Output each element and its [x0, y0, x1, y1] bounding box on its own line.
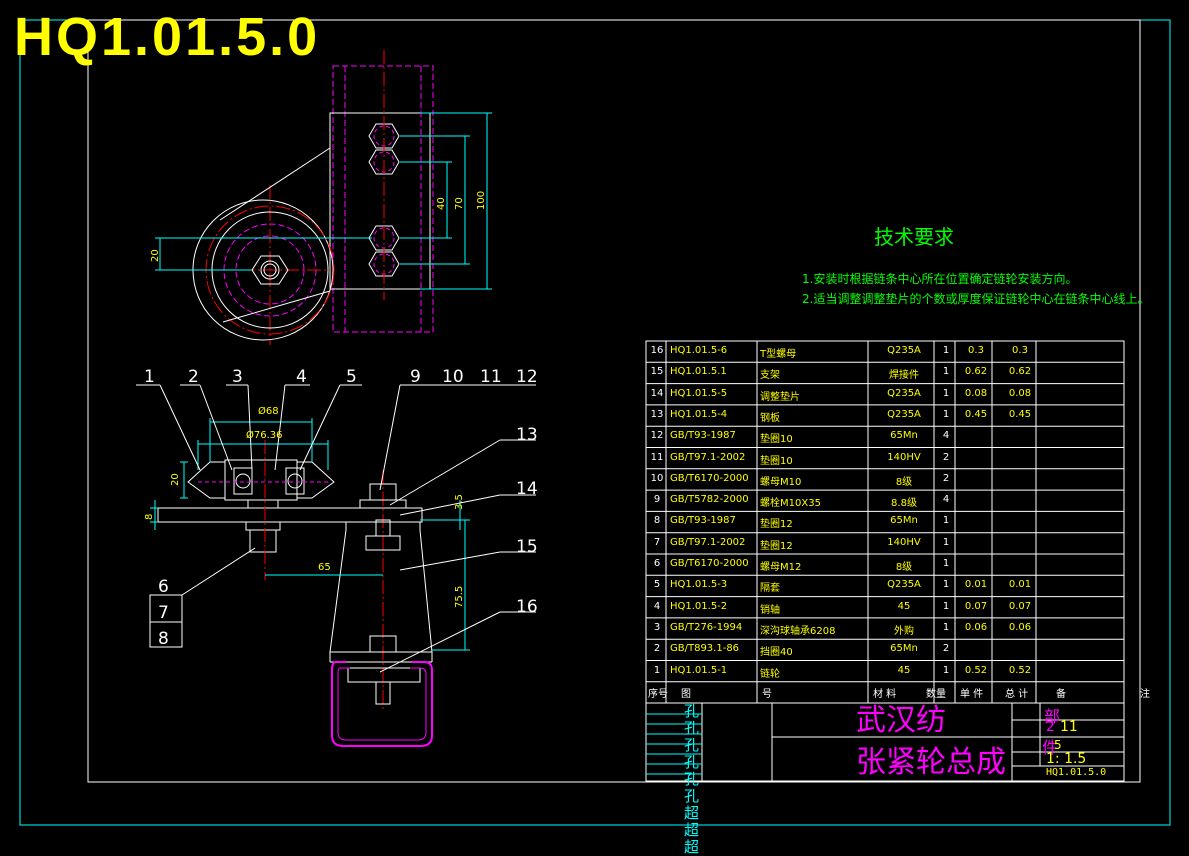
tech-requirements-heading: 技术要求	[874, 225, 954, 249]
sheet-label: 部	[1044, 707, 1061, 726]
company-name: 武汉纺	[856, 703, 946, 738]
inner-frame	[87, 19, 1141, 783]
assembly-name: 张紧轮总成	[856, 745, 1006, 780]
tech-requirement-item: 1.安装时根据链条中心所在位置确定链轮安装方向。	[802, 272, 1078, 286]
tech-requirement-item: 2.适当调整调整垫片的个数或厚度保证链轮中心在链条中心线上。	[802, 292, 1150, 306]
signature-strip: 孔孔孔孔孔孔超超超	[684, 702, 700, 856]
front-view	[136, 384, 536, 747]
title-block	[645, 702, 1125, 782]
plate-outline-hidden	[332, 65, 434, 333]
scale: 1: 1.5	[1046, 751, 1087, 767]
count-d: 5	[1054, 738, 1062, 752]
bolt-heads	[368, 123, 400, 277]
count-c: 件	[1042, 738, 1059, 757]
top-view	[155, 50, 492, 345]
count-b: 11	[1060, 719, 1078, 735]
t-slot-frame	[331, 661, 433, 747]
count-a: 2	[1046, 719, 1055, 735]
bracket-plate	[329, 112, 431, 290]
outer-frame	[19, 19, 1171, 826]
drawing-no-small: HQ1.01.5.0	[1046, 767, 1107, 778]
bom-grid	[645, 340, 1125, 704]
drawing-number-title: HQ1.01.5.0	[14, 7, 321, 67]
